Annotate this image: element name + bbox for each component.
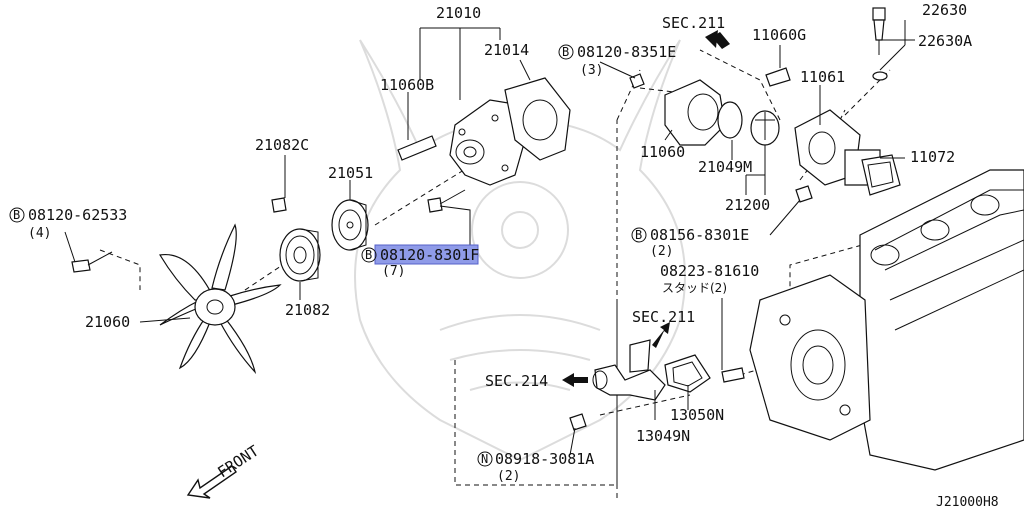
thermostat-housing bbox=[664, 79, 901, 196]
svg-text:B: B bbox=[562, 45, 569, 59]
label-08918-3081a-qty: (2) bbox=[497, 469, 520, 484]
label-21082c: 21082C bbox=[255, 136, 309, 154]
label-11061: 11061 bbox=[800, 68, 845, 86]
fan-blade bbox=[159, 223, 282, 375]
leader-lines bbox=[64, 20, 915, 456]
arrows bbox=[186, 30, 730, 499]
label-21051: 21051 bbox=[328, 164, 373, 182]
arrow-sec211-mid-icon bbox=[652, 322, 670, 348]
pulley bbox=[331, 199, 369, 251]
label-13049n: 13049N bbox=[636, 427, 690, 445]
label-11060b: 11060B bbox=[380, 76, 434, 94]
label-21200: 21200 bbox=[725, 196, 770, 214]
pump-gasket bbox=[504, 77, 571, 161]
label-11060g: 11060G bbox=[752, 26, 806, 44]
svg-text:B: B bbox=[365, 248, 372, 262]
label-08918-3081a: 08918-3081A bbox=[495, 450, 594, 468]
arrow-sec211-top-icon bbox=[705, 30, 730, 49]
label-13050n: 13050N bbox=[670, 406, 724, 424]
label-sec214: SEC.214 bbox=[485, 372, 548, 390]
bolts bbox=[71, 67, 813, 431]
label-21010: 21010 bbox=[436, 4, 481, 22]
svg-text:N: N bbox=[481, 452, 488, 466]
arrow-sec214-icon bbox=[562, 373, 588, 387]
front-arrow-icon bbox=[186, 465, 237, 499]
label-stud-note: スタッド(2) bbox=[662, 281, 727, 295]
label-11072: 11072 bbox=[910, 148, 955, 166]
temp-sensor bbox=[872, 7, 888, 81]
label-08120-8301f: 08120-8301F bbox=[380, 246, 479, 264]
label-sec211-top: SEC.211 bbox=[662, 14, 725, 32]
engine-block bbox=[749, 169, 1024, 471]
label-21049m: 21049M bbox=[698, 158, 752, 176]
badge-b-1 bbox=[9, 207, 25, 223]
label-08120-62533: 08120-62533 bbox=[28, 206, 127, 224]
badges: B B B B N bbox=[9, 44, 647, 467]
label-sec211-mid: SEC.211 bbox=[632, 308, 695, 326]
label-08223-81610: 08223-81610 bbox=[660, 262, 759, 280]
label-22630a: 22630A bbox=[918, 32, 972, 50]
label-08156-8301e-qty: (2) bbox=[650, 244, 673, 259]
fan-coupling bbox=[279, 228, 321, 282]
water-pump bbox=[449, 99, 526, 186]
label-08120-8351e: 08120-8351E bbox=[577, 43, 676, 61]
part-labels: 21010 21014 11060B 21082C 21051 08120-62… bbox=[28, 1, 999, 510]
label-22630: 22630 bbox=[922, 1, 967, 19]
diagram-code: J21000H8 bbox=[936, 495, 999, 510]
label-08120-8351e-qty: (3) bbox=[580, 63, 603, 78]
label-08156-8301e: 08156-8301E bbox=[650, 226, 749, 244]
label-21014: 21014 bbox=[484, 41, 529, 59]
svg-text:B: B bbox=[13, 208, 20, 222]
svg-text:B: B bbox=[635, 228, 642, 242]
label-front: FRONT bbox=[214, 442, 262, 482]
label-08120-8301f-qty: (7) bbox=[382, 264, 405, 279]
selected-part-highlight bbox=[374, 244, 479, 265]
badge-b-3 bbox=[558, 44, 574, 60]
label-21082: 21082 bbox=[285, 301, 330, 319]
badge-b-2 bbox=[361, 247, 377, 263]
label-08120-62533-qty: (4) bbox=[28, 226, 51, 241]
water-outlet bbox=[592, 339, 711, 401]
label-11060: 11060 bbox=[640, 143, 685, 161]
label-21060: 21060 bbox=[85, 313, 130, 331]
badge-n-1 bbox=[477, 451, 493, 467]
badge-b-4 bbox=[631, 227, 647, 243]
